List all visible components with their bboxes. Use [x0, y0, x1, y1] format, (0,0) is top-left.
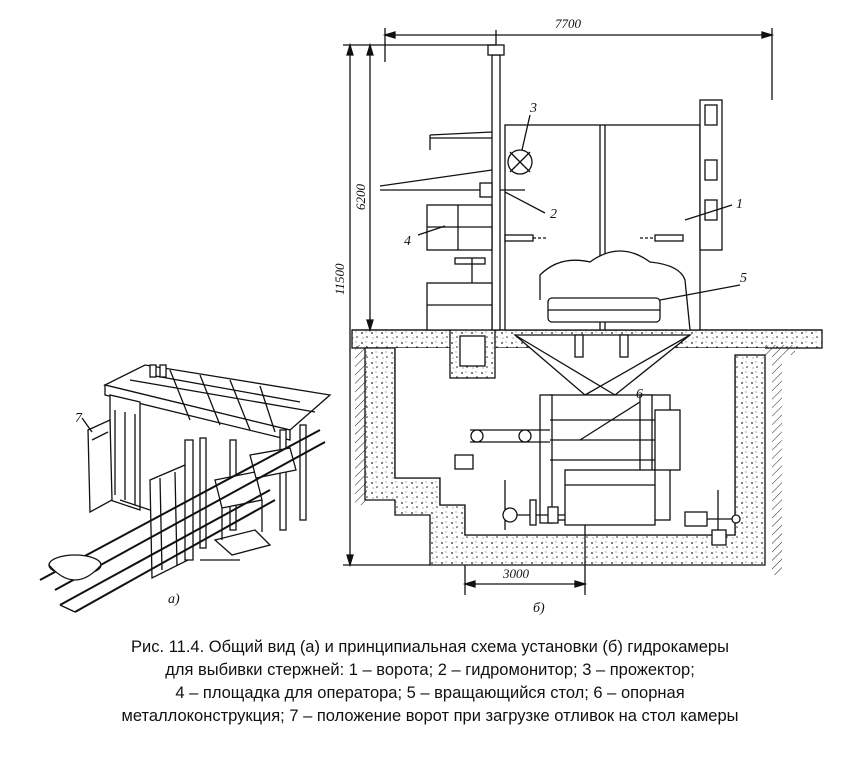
caption-line-4: металлоконструкция; 7 – положение ворот …	[121, 707, 739, 725]
label-part-1: 1	[736, 197, 743, 212]
caption-line-2: для выбивки стержней: 1 – ворота; 2 – ги…	[165, 661, 695, 679]
view-label-a: а)	[168, 592, 180, 607]
label-part-2: 2	[550, 207, 557, 222]
figure-drawing: 7700 11500 6200 3000 1 2 3 4 5 6 7 а) б)	[39, 16, 823, 616]
schematic-view	[81, 28, 823, 595]
dim-height-upper: 6200	[353, 184, 368, 211]
dim-pit-width: 3000	[502, 566, 530, 581]
caption-line-1: Рис. 11.4. Общий вид (а) и принципиальна…	[131, 638, 729, 656]
label-part-4: 4	[404, 234, 411, 249]
view-label-b: б)	[533, 601, 545, 616]
label-part-3: 3	[529, 101, 537, 116]
label-part-5: 5	[740, 271, 747, 286]
isometric-view	[39, 364, 332, 613]
label-part-6: 6	[636, 387, 643, 402]
figure-caption: Рис. 11.4. Общий вид (а) и принципиальна…	[0, 636, 860, 728]
caption-line-3: 4 – площадка для оператора; 5 – вращающи…	[175, 684, 685, 702]
label-part-7: 7	[75, 411, 83, 426]
dim-height-total: 11500	[332, 263, 347, 295]
dim-width-total: 7700	[555, 16, 582, 31]
